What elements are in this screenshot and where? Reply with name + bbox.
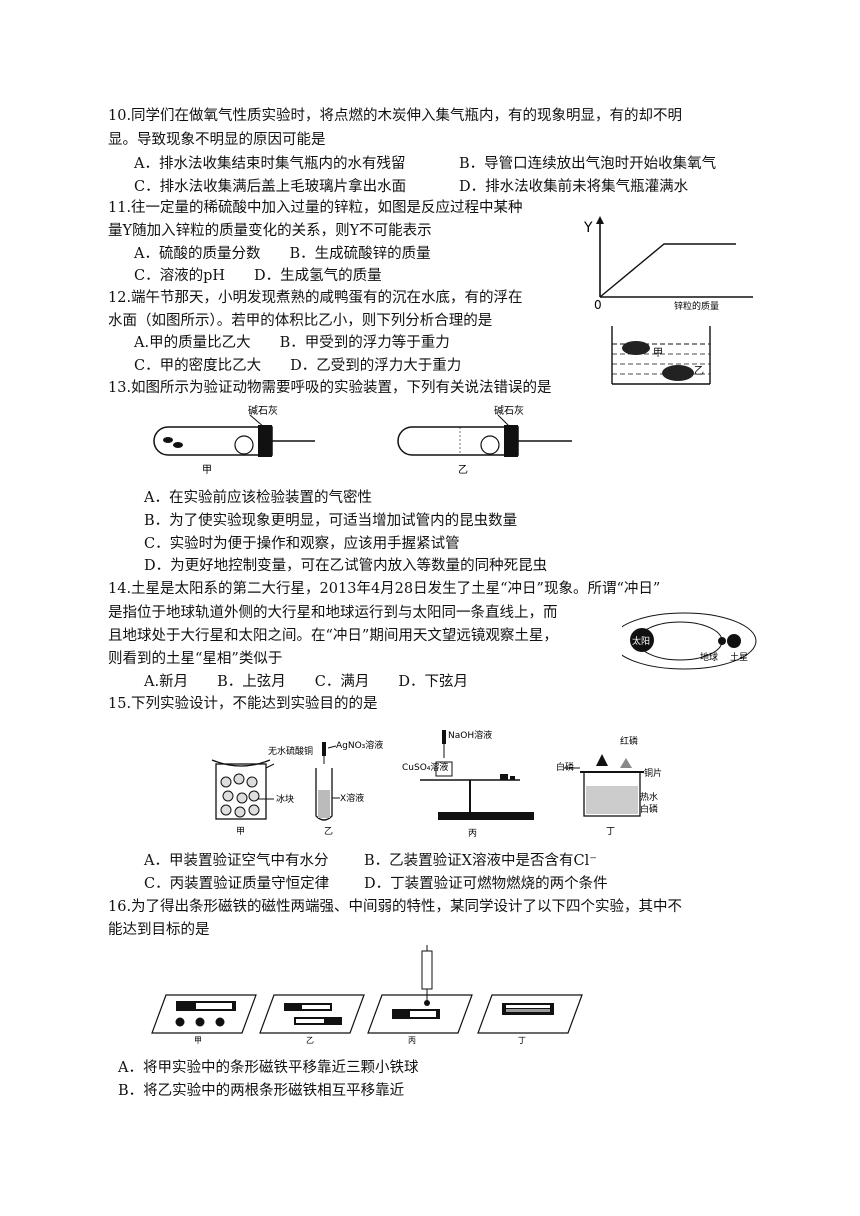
q11-graph: Y 0 锌粒的质量 [583, 216, 753, 310]
q16-bing-label: 丙 [408, 1036, 416, 1045]
q13-lime-label-yi: 碱石灰 [494, 405, 524, 417]
q10-option-d: D．排水法收集前未将集气瓶灌满水 [459, 179, 689, 195]
q12-options-ab: A.甲的质量比乙大 B．甲受到的浮力等于重力 [134, 335, 450, 351]
q15-stem: 15.下列实验设计，不能达到实验目的的是 [108, 696, 378, 712]
q12-yi-label: 乙 [694, 365, 704, 377]
q16-stem-line2: 能达到目标的是 [108, 922, 210, 938]
q15-redp-label: 红磷 [620, 735, 638, 747]
q14-sun-label: 太阳 [632, 635, 650, 647]
q15-bing-label: 丙 [468, 828, 477, 839]
q13-yi-label: 乙 [458, 464, 468, 476]
q15-option-b: B．乙装置验证X溶液中是否含有Cl⁻ [364, 853, 597, 869]
q12-stem-line2: 水面（如图所示）。若甲的体积比乙小，则下列分析合理的是 [108, 313, 493, 329]
q11-stem-line1: 11.往一定量的稀硫酸中加入过量的锌粒，如图是反应过程中某种 [108, 200, 523, 216]
q15-whitep-label-top: 白磷 [556, 761, 574, 773]
q15-cuso4sol-label: CuSO₄溶液 [402, 761, 448, 773]
q14-stem-line2: 是指位于地球轨道外侧的大行星和地球运行到与太阳同一条直线上，而 [108, 605, 558, 621]
q15-yi-label: 乙 [324, 826, 333, 837]
q13-option-d: D．为更好地控制变量，可在乙试管内放入等数量的同种死昆虫 [144, 558, 548, 574]
q16-option-b: B．将乙实验中的两根条形磁铁相互平移靠近 [118, 1083, 405, 1099]
q10-stem-line1: 10.同学们在做氧气性质实验时，将点燃的木炭伸入集气瓶内，有的现象明显，有的却不… [108, 108, 683, 124]
q11-options-cd: C．溶液的pH D．生成氢气的质量 [134, 268, 382, 284]
q12-options-cd: C．甲的密度比乙大 D．乙受到的浮力大于重力 [134, 358, 462, 374]
q14-saturn-label: 土星 [730, 651, 748, 663]
q14-stem-line1: 14.土星是太阳系的第二大行星，2013年4月28日发生了土星“冲日”现象。所谓… [108, 581, 661, 597]
q15-jia-label: 甲 [236, 826, 245, 837]
q15-hotwater-label: 热水 [640, 791, 658, 803]
q10-option-b: B．导管口连续放出气泡时开始收集氧气 [459, 156, 717, 172]
q15-cu-label: 铜片 [644, 767, 662, 779]
q12-jia-label: 甲 [653, 348, 663, 359]
q13-option-c: C．实验时为便于操作和观察，应该用手握紧试管 [144, 536, 460, 552]
q11-options-ab: A．硫酸的质量分数 B．生成硫酸锌的质量 [134, 246, 431, 262]
q12-stem-line1: 12.端午节那天，小明发现煮熟的咸鸭蛋有的沉在水底，有的浮在 [108, 290, 523, 306]
q11-origin-label: 0 [594, 298, 602, 310]
q14-earth-label: 地球 [700, 651, 718, 663]
q11-y-label: Y [583, 220, 593, 236]
q10-option-c: C．排水法收集满后盖上毛玻璃片拿出水面 [134, 179, 407, 195]
q10-option-a: A．排水法收集结束时集气瓶内的水有残留 [134, 156, 406, 172]
q15-xsol-label: X溶液 [340, 792, 364, 804]
q15-apparatus-figure: 无水硫酸铜 冰块 甲 AgNO₃溶液 X溶液 乙 NaOH溶液 CuSO₄溶液 … [211, 729, 662, 839]
q14-options: A.新月 B．上弦月 C．满月 D．下弦月 [144, 674, 468, 690]
q15-option-c: C．丙装置验证质量守恒定律 [144, 876, 330, 892]
q15-whitep-label-bottom: 白磷 [640, 803, 658, 815]
q16-option-a: A．将甲实验中的条形磁铁平移靠近三颗小铁球 [118, 1060, 419, 1076]
q15-agno3-label: AgNO₃溶液 [336, 739, 383, 751]
q16-ding-label: 丁 [518, 1036, 526, 1045]
q13-lime-label-jia: 碱石灰 [248, 405, 278, 417]
q14-stem-line4: 则看到的土星“星相”类似于 [108, 651, 283, 667]
q15-naoh-label: NaOH溶液 [448, 729, 492, 741]
q16-stem-line1: 16.为了得出条形磁铁的磁性两端强、中间弱的特性，某同学设计了以下四个实验，其中… [108, 899, 683, 915]
q13-test-tube-figure: 碱石灰 甲 碱石灰 乙 [153, 405, 572, 476]
q13-jia-label: 甲 [202, 465, 212, 476]
q15-ice-label: 冰块 [276, 793, 294, 805]
q13-stem: 13.如图所示为验证动物需要呼吸的实验装置，下列有关说法错误的是 [108, 380, 552, 396]
q13-option-b: B．为了使实验现象更明显，可适当增加试管内的昆虫数量 [144, 513, 518, 529]
q11-stem-line2: 量Y随加入锌粒的质量变化的关系，则Y不可能表示 [108, 223, 432, 239]
q16-yi-label: 乙 [306, 1036, 314, 1045]
q15-ding-label: 丁 [606, 827, 615, 837]
q16-jia-label: 甲 [194, 1036, 202, 1045]
q15-option-d: D．丁装置验证可燃物燃烧的两个条件 [364, 876, 608, 892]
q10-stem-line2: 显。导致现象不明显的原因可能是 [108, 132, 326, 148]
q14-orbit-figure: 太阳 地球 土星 [622, 612, 757, 670]
q13-option-a: A．在实验前应该检验装置的气密性 [144, 490, 372, 506]
q15-option-a: A．甲装置验证空气中有水分 [144, 853, 329, 869]
q15-cuso4-label: 无水硫酸铜 [268, 745, 313, 757]
q11-x-label: 锌粒的质量 [674, 300, 719, 310]
q12-beaker-figure: 甲 乙 [611, 326, 711, 385]
q14-stem-line3: 且地球处于大行星和太阳之间。在“冲日”期间用天文望远镜观察土星， [108, 628, 558, 644]
q16-magnet-figure: 甲 乙 丙 丁 [151, 945, 583, 1045]
